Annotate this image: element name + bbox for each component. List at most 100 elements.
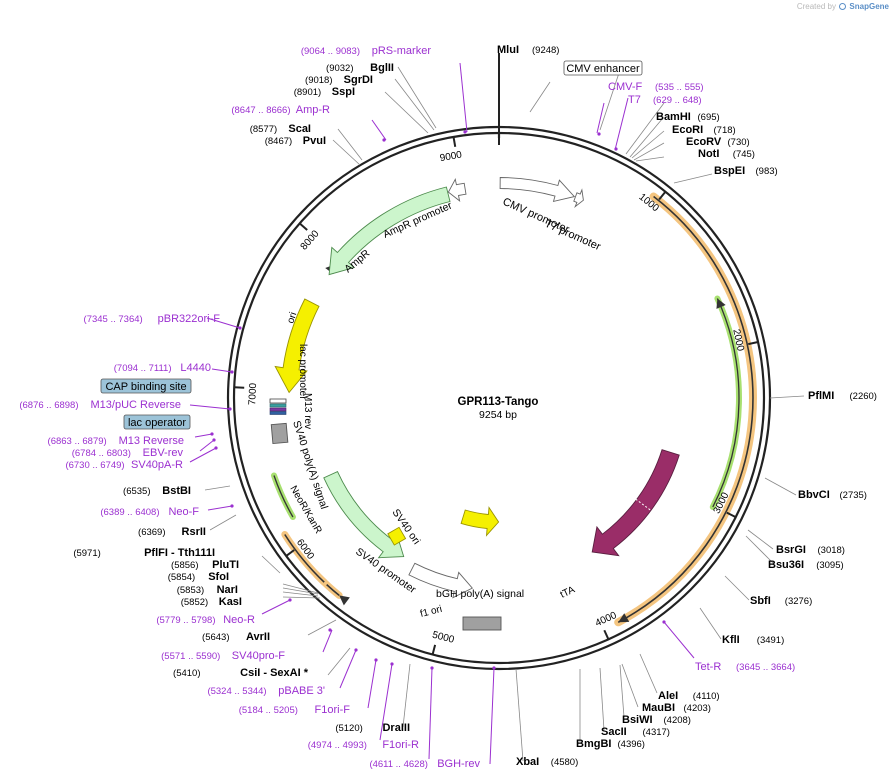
- leader-line: [332, 139, 361, 166]
- primer-sv40pro-f[interactable]: SV40pro-F: [232, 650, 285, 662]
- feature-bgh-polya-signal[interactable]: [462, 616, 502, 631]
- box-lac-operator[interactable]: [123, 414, 191, 430]
- primer-ebv-rev[interactable]: EBV-rev: [143, 447, 184, 459]
- feature-sv40-promoter[interactable]: [408, 562, 474, 599]
- leader-line: [282, 591, 319, 597]
- enzyme-pos-bsrgi: (3018): [818, 545, 845, 556]
- primer-bgh-rev[interactable]: BGH-rev: [437, 758, 480, 770]
- enzyme-rsrii[interactable]: RsrII: [182, 526, 206, 538]
- enzyme-xbai[interactable]: XbaI: [516, 756, 539, 768]
- enzyme-noti[interactable]: NotI: [698, 148, 719, 160]
- enzyme-sacii[interactable]: SacII: [601, 726, 627, 738]
- primer-t7[interactable]: T7: [628, 94, 641, 106]
- enzyme-sfoi[interactable]: SfoI: [208, 571, 229, 583]
- enzyme-bspei[interactable]: BspEI: [714, 165, 745, 177]
- enzyme-pos-sfoi: (5854): [168, 572, 195, 583]
- leader-line: [428, 667, 433, 760]
- primer-pbr322ori-f[interactable]: pBR322ori-F: [158, 313, 221, 325]
- primer-amp-r[interactable]: Amp-R: [296, 104, 330, 116]
- highlight-line-0: [617, 195, 754, 624]
- enzyme-ecorv[interactable]: EcoRV: [686, 136, 722, 148]
- enzyme-bsrgi[interactable]: BsrGI: [776, 544, 806, 556]
- enzyme-pos-scai: (8577): [250, 124, 277, 135]
- primer-m13-puc-reverse[interactable]: M13/pUC Reverse: [91, 399, 181, 411]
- primer-prs-marker[interactable]: pRS-marker: [372, 45, 432, 57]
- enzyme-kasi[interactable]: KasI: [219, 596, 242, 608]
- primer-range-tet-r: (3645 .. 3664): [736, 662, 795, 673]
- box-label-cmv-enhancer: CMV enhancer: [566, 63, 640, 75]
- box-cap-binding-site[interactable]: [100, 378, 192, 394]
- primer-f1ori-r[interactable]: F1ori-R: [382, 739, 419, 751]
- enzyme-ecori[interactable]: EcoRI: [672, 124, 703, 136]
- enzyme-kfli[interactable]: KflI: [722, 634, 740, 646]
- primer-cmv-f[interactable]: CMV-F: [608, 81, 643, 93]
- primer-f1ori-f[interactable]: F1ori-F: [315, 704, 351, 716]
- feature-tetr[interactable]: [591, 449, 680, 557]
- enzyme-bamhi[interactable]: BamHI: [656, 111, 691, 123]
- feature-sv40-polya-signal[interactable]: [270, 422, 289, 445]
- highlight-line-4: [273, 475, 294, 518]
- leader-line: [724, 575, 750, 601]
- leader-line: [619, 664, 625, 718]
- enzyme-scai[interactable]: ScaI: [288, 123, 311, 135]
- feature-t7-promoter[interactable]: [573, 188, 584, 208]
- enzyme-pos-nari: (5853): [177, 585, 204, 596]
- enzyme-maubi[interactable]: MauBI: [642, 702, 675, 714]
- enzyme-bsu36i[interactable]: Bsu36I: [768, 559, 804, 571]
- leader-line: [327, 647, 351, 676]
- feature-sv40-ori[interactable]: [387, 526, 407, 546]
- feature-ampr[interactable]: [328, 186, 451, 276]
- enzyme-pvui[interactable]: PvuI: [303, 135, 326, 147]
- leader-line: [599, 69, 621, 131]
- primer-neo-f[interactable]: Neo-F: [168, 506, 199, 518]
- enzyme-sbfi[interactable]: SbfI: [750, 595, 771, 607]
- feature-m13-rev[interactable]: [269, 407, 287, 412]
- enzyme-avrii[interactable]: AvrII: [246, 631, 270, 643]
- enzyme-draiii[interactable]: DraIII: [382, 722, 410, 734]
- tick-label-2000: 2000: [730, 328, 746, 352]
- feature-lac-promoter[interactable]: [269, 398, 287, 404]
- box-cmv-enhancer[interactable]: [563, 60, 643, 76]
- leader-line: [261, 599, 291, 615]
- enzyme-sgrdi[interactable]: SgrDI: [344, 74, 373, 86]
- leader-line: [204, 485, 231, 491]
- feature-cmv-promoter[interactable]: [499, 177, 576, 203]
- feature-f1-ori[interactable]: [460, 506, 500, 537]
- feature-cap-site-mark[interactable]: [269, 411, 287, 415]
- leader-line: [261, 555, 281, 574]
- primer-l4440[interactable]: L4440: [180, 362, 211, 374]
- plasmid-name: GPR113-Tango: [458, 396, 539, 408]
- enzyme-nari[interactable]: NarI: [217, 584, 238, 596]
- enzyme-csii-sexai[interactable]: CsiI - SexAI *: [240, 667, 309, 679]
- primer-tet-r[interactable]: Tet-R: [695, 661, 721, 673]
- enzyme-bstbi[interactable]: BstBI: [162, 485, 191, 497]
- primer-sv40pa-r[interactable]: SV40pA-R: [131, 459, 183, 471]
- leader-line: [282, 583, 319, 594]
- enzyme-pflmi[interactable]: PflMI: [808, 390, 834, 402]
- enzyme-bbvci[interactable]: BbvCI: [798, 489, 830, 501]
- enzyme-pos-mlui: (9248): [532, 45, 559, 56]
- enzyme-mlui[interactable]: MluI: [497, 44, 519, 56]
- enzyme-pos-avrii: (5643): [202, 632, 229, 643]
- enzyme-bglii[interactable]: BglII: [370, 62, 394, 74]
- leader-line: [199, 439, 215, 452]
- feature-neor-kanr[interactable]: [323, 471, 405, 559]
- feature-ori[interactable]: [274, 298, 320, 394]
- feature-lac-operator-mark[interactable]: [269, 403, 287, 408]
- enzyme-bsiwi[interactable]: BsiWI: [622, 714, 653, 726]
- feature-ampr-promoter[interactable]: [447, 177, 467, 203]
- enzyme-pluti[interactable]: PluTI: [212, 559, 239, 571]
- primer-pbabe-3[interactable]: pBABE 3': [278, 685, 325, 697]
- feature-label-t7-promoter: T7 promoter: [543, 218, 603, 253]
- enzyme-alei[interactable]: AleI: [658, 690, 678, 702]
- primer-m13-reverse[interactable]: M13 Reverse: [119, 435, 184, 447]
- enzyme-bmgbi[interactable]: BmgBI: [576, 738, 611, 750]
- primer-mark-0: [463, 130, 467, 134]
- leader-line: [282, 587, 319, 595]
- leader-line: [515, 668, 524, 762]
- primer-neo-r[interactable]: Neo-R: [223, 614, 255, 626]
- leader-line: [633, 142, 665, 161]
- enzyme-sspi[interactable]: SspI: [332, 86, 355, 98]
- enzyme-pflfi-tth111i[interactable]: PflFI - Tth111I: [144, 547, 215, 559]
